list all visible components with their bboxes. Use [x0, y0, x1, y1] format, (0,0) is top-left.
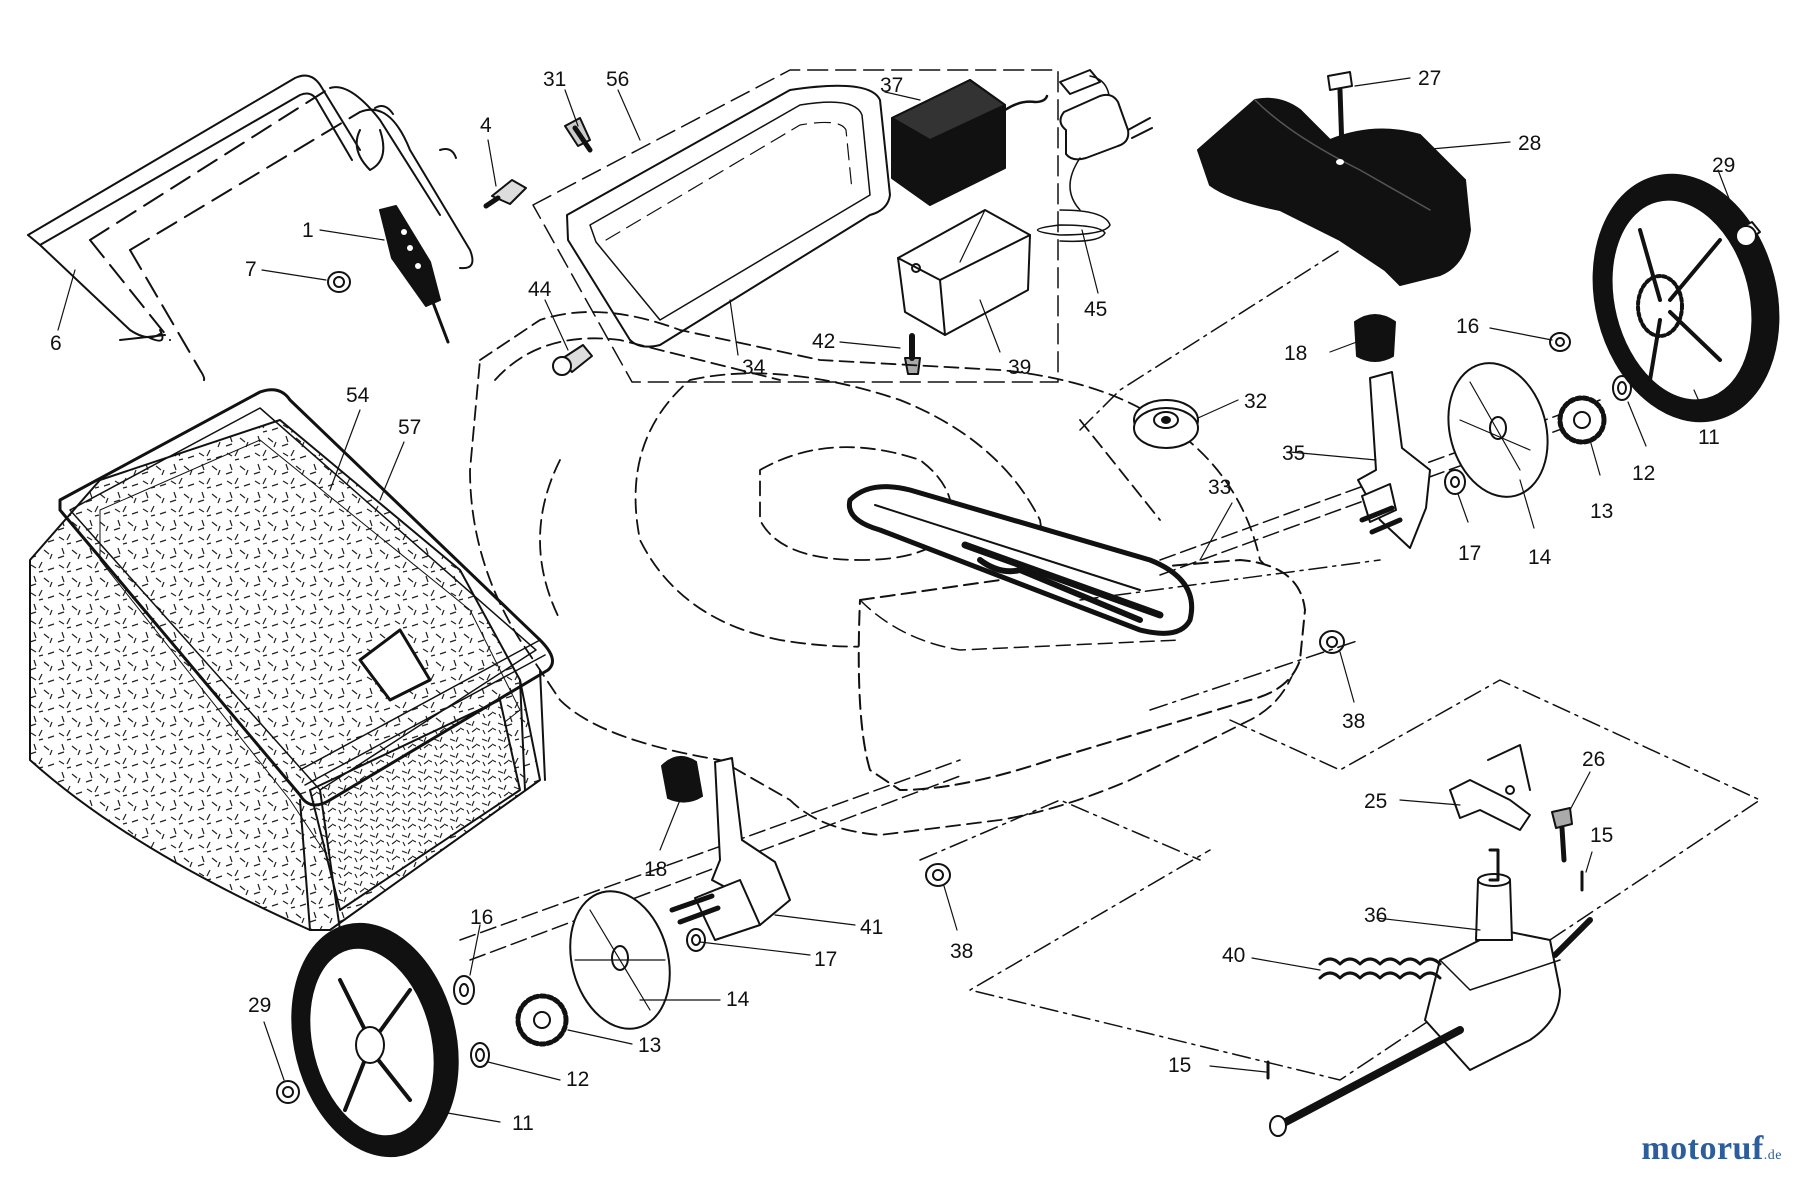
front-wheel [291, 922, 459, 1158]
watermark-brand: motoruf [1641, 1130, 1764, 1167]
nut [1735, 221, 1761, 247]
callout-27: 27 [1418, 67, 1441, 90]
callout-14: 14 [1528, 546, 1552, 569]
callout-56: 56 [606, 68, 629, 91]
callout-11: 11 [512, 1112, 534, 1135]
callout-37: 37 [880, 74, 903, 97]
dashed-box [532, 69, 1059, 383]
callout-4: 4 [480, 114, 492, 137]
battery [891, 79, 1049, 206]
callout-13: 13 [638, 1034, 661, 1057]
callout-13: 13 [1590, 500, 1613, 523]
callout-18: 18 [644, 858, 667, 881]
callout-38: 38 [1342, 710, 1365, 733]
front-axle-line [459, 759, 961, 961]
callout-35: 35 [1282, 442, 1305, 465]
nut [276, 1080, 300, 1104]
top-cover [566, 84, 891, 348]
callout-41: 41 [860, 916, 883, 939]
pin [1266, 870, 1584, 1080]
bolt [483, 179, 527, 209]
bolt [552, 344, 593, 376]
charger [1036, 69, 1153, 243]
callout-16: 16 [470, 906, 493, 929]
callout-29: 29 [248, 994, 271, 1017]
transmission [1269, 848, 1593, 1137]
callout-17: 17 [814, 948, 837, 971]
handle-assembly [27, 74, 474, 383]
bag-frame [58, 388, 554, 931]
hubcap [1447, 362, 1549, 498]
callout-39: 39 [1008, 356, 1031, 379]
callout-25: 25 [1364, 790, 1387, 813]
callout-14: 14 [726, 988, 750, 1011]
control-lever [379, 205, 450, 344]
rear-shroud [1197, 97, 1471, 286]
callout-6: 6 [50, 332, 62, 355]
callout-18: 18 [1284, 342, 1307, 365]
leader-lines [57, 77, 1739, 1123]
callout-33: 33 [1208, 476, 1231, 499]
pulley [1133, 399, 1199, 449]
callout-17: 17 [1458, 542, 1481, 565]
callout-labels: 31 56 37 27 28 29 4 1 7 6 44 42 34 39 45… [50, 67, 1735, 1135]
screw [904, 333, 921, 375]
callout-12: 12 [566, 1068, 589, 1091]
bracket [1449, 744, 1531, 831]
deck-front [857, 559, 1306, 791]
gear [1557, 395, 1607, 445]
height-adjuster [1354, 314, 1431, 549]
callout-32: 32 [1244, 390, 1267, 413]
callout-16: 16 [1456, 315, 1479, 338]
watermark-suffix: .de [1763, 1148, 1782, 1163]
rear-wheel [1592, 173, 1780, 423]
callout-34: 34 [742, 356, 766, 379]
height-adjuster [661, 755, 791, 941]
callout-7: 7 [245, 258, 257, 281]
callout-15: 15 [1168, 1054, 1191, 1077]
callout-15: 15 [1590, 824, 1613, 847]
bolt [1327, 71, 1353, 153]
screw [1551, 807, 1573, 863]
callout-28: 28 [1518, 132, 1541, 155]
callout-40: 40 [1222, 944, 1245, 967]
callout-29: 29 [1712, 154, 1735, 177]
washer [1444, 332, 1571, 495]
callout-54: 54 [346, 384, 370, 407]
retainer-ring [470, 1042, 490, 1068]
grass-bag [29, 419, 541, 931]
bolt [564, 117, 593, 153]
spring [1318, 957, 1442, 980]
washer [453, 928, 706, 1005]
callout-44: 44 [528, 278, 552, 301]
page-number: 4 [0, 568, 2, 578]
callout-26: 26 [1582, 748, 1605, 771]
leader-frames [919, 249, 1761, 1081]
callout-38: 38 [950, 940, 973, 963]
nut [925, 863, 951, 887]
callout-36: 36 [1364, 904, 1387, 927]
gear [515, 993, 569, 1047]
callout-11: 11 [1698, 426, 1720, 449]
hubcap [569, 890, 671, 1030]
nut [1319, 630, 1345, 654]
callout-1: 1 [302, 219, 314, 242]
callout-57: 57 [398, 416, 421, 439]
battery-holder [897, 209, 1031, 336]
callout-42: 42 [812, 330, 835, 353]
retainer-ring [1612, 375, 1632, 401]
nut [327, 271, 351, 293]
watermark-logo: motoruf.de [1641, 1130, 1782, 1168]
callout-31: 31 [543, 68, 566, 91]
callout-45: 45 [1084, 298, 1107, 321]
callout-12: 12 [1632, 462, 1655, 485]
